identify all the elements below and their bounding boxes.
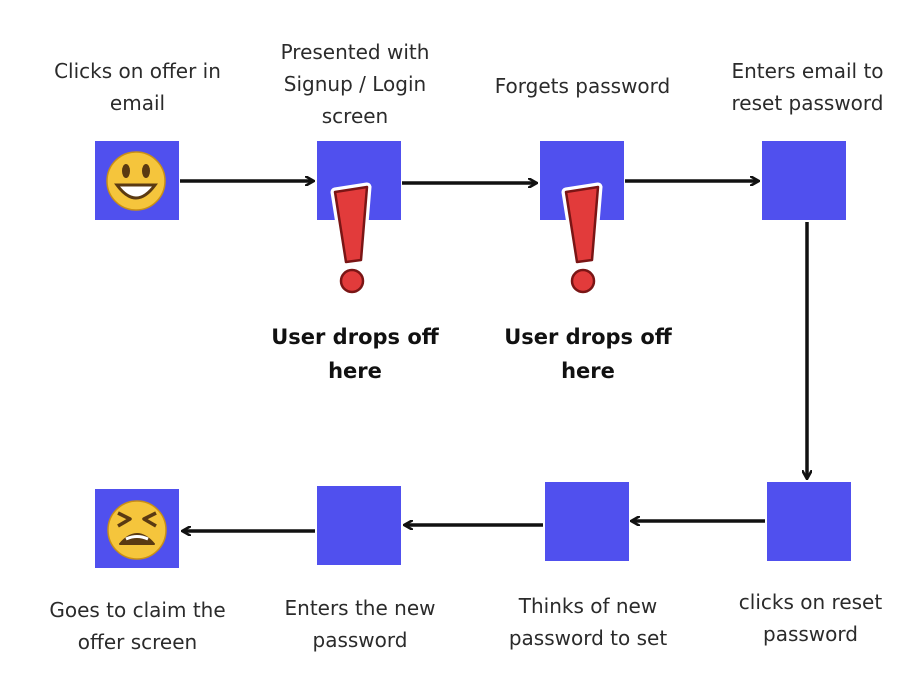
step-8-label: Goes to claim the offer screen — [49, 598, 226, 654]
step-5-box — [767, 482, 851, 561]
smiling-face-icon — [106, 151, 166, 211]
step-3-label: Forgets password — [494, 74, 671, 98]
step-1-label: Clicks on offer in email — [54, 59, 221, 115]
step-2-label: Presented with Signup / Login screen — [280, 40, 430, 128]
tired-face-icon — [107, 500, 167, 560]
step-6-label: Thinks of new password to set — [508, 594, 668, 650]
step-7-box — [317, 486, 401, 565]
dropoff-label-1: User drops off here — [271, 325, 439, 383]
step-7-label: Enters the new password — [284, 596, 436, 652]
step-4-label: Enters email to reset password — [731, 59, 884, 115]
step-5-label: clicks on reset password — [738, 590, 883, 646]
exclamation-icon — [330, 182, 372, 296]
dropoff-label-2: User drops off here — [504, 325, 672, 383]
step-4-box — [762, 141, 846, 220]
exclamation-icon — [561, 182, 603, 296]
step-6-box — [545, 482, 629, 561]
arrows — [180, 181, 807, 531]
